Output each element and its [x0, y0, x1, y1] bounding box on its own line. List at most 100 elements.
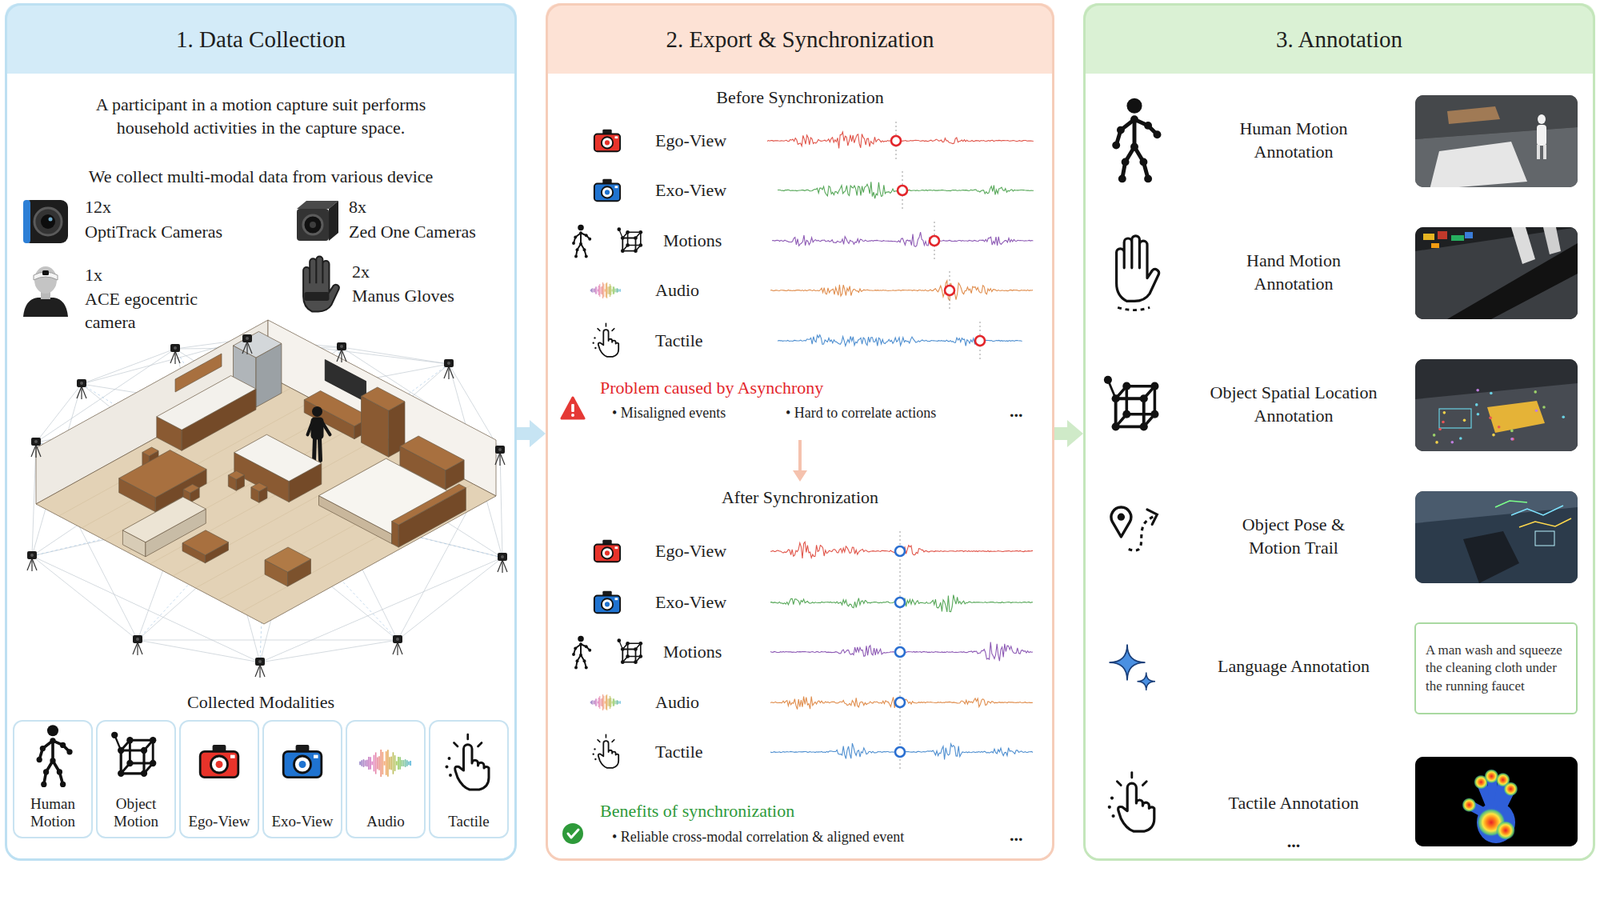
audio-wave-icon-part: [390, 756, 392, 771]
object-cube-icon-part: [117, 747, 124, 754]
mocap-cameras-part: [30, 553, 34, 557]
mocap-cameras-part: [132, 635, 143, 644]
human-figure-icon-part: [60, 742, 66, 748]
household-capture-room-part: [251, 482, 268, 492]
audio-wave-icon-part: [607, 286, 608, 294]
tactile-heatmap-hand-part-part: [1500, 779, 1520, 799]
camera-icon-part: [604, 601, 610, 607]
camera-mesh-part: [500, 450, 503, 558]
mocap-cameras-part: [31, 444, 36, 457]
mocap-cameras-part: [76, 386, 82, 399]
audio-wave-icon-part: [613, 698, 615, 706]
audio-wave-icon-part: [591, 700, 592, 704]
human-figure-icon-part: [574, 255, 578, 259]
mocap-cameras-part: [396, 642, 398, 656]
mocap-cameras-part: [396, 637, 400, 641]
human-figure-icon-part: [1127, 98, 1143, 114]
object-cube-icon-part: [638, 230, 643, 235]
zed-camera-icon-part: [309, 221, 316, 228]
benefit-heading: Benefits of synchronization: [600, 800, 795, 824]
tactile-hand-icon: [592, 323, 620, 356]
object-cube-icon-part: [149, 760, 156, 767]
audio-wave-icon-part: [606, 694, 608, 711]
glove-icon-part: [304, 292, 329, 301]
object-cube-icon-part: [638, 641, 643, 646]
caption-text: A man wash and squeeze the cleaning clot…: [1425, 641, 1567, 695]
object-cube-icon-part: [620, 660, 625, 664]
human-figure-icon-part: [572, 652, 576, 656]
human-figure-icon-part: [1153, 130, 1162, 139]
human-figure-icon-part: [49, 757, 56, 764]
household-capture-room-part: [122, 496, 206, 543]
section-heading: After Synchronization: [721, 486, 879, 510]
mocap-cameras-part: [136, 637, 140, 641]
mocap-cameras-part: [245, 336, 249, 340]
egocentric-camera-icon-part: [34, 266, 57, 294]
object-cube-icon-part: [633, 236, 638, 240]
human-figure-icon-part: [1132, 119, 1137, 147]
mocap-cameras-part: [495, 452, 500, 465]
glove-icon-part: [303, 256, 340, 312]
audio-wave-icon-part: [616, 700, 617, 705]
audio-wave-icon-part: [602, 282, 604, 299]
camera-mesh-part: [260, 640, 398, 663]
bullet-text: • Misaligned events: [612, 404, 726, 423]
screenshot-image-part: [1476, 388, 1480, 392]
bullet-text: • Reliable cross-modal correlation & ali…: [612, 828, 904, 847]
audio-wave-icon-part: [600, 699, 602, 707]
audio-wave-icon-part: [620, 700, 621, 704]
stream-label: Audio: [655, 279, 700, 303]
camera-icon-part: [313, 755, 319, 759]
zed-camera-icon-part: [296, 208, 329, 241]
mocap-cameras-part: [501, 560, 503, 573]
audio-wave-icon-part: [602, 694, 604, 711]
tactile-hand-icon-part: [594, 347, 596, 349]
audio-wave-icon-part: [612, 286, 614, 294]
mocap-cameras-part: [392, 635, 403, 644]
event-marker: [895, 546, 905, 556]
screenshot-image-part: [1537, 114, 1546, 124]
tactile-hand-icon-part: [1116, 781, 1121, 786]
mocap-cameras-part: [175, 351, 180, 364]
person-figure-part: [320, 437, 321, 460]
human-figure-icon-part: [40, 781, 47, 788]
event-marker: [944, 285, 955, 296]
location-trail-icon-part: [1111, 507, 1132, 537]
mocap-cameras-part: [447, 361, 451, 365]
audio-wave-icon-part: [596, 286, 597, 294]
tactile-hand-icon-part: [466, 734, 469, 740]
audio-wave-icon-part: [590, 289, 592, 292]
person-figure-part: [322, 421, 331, 435]
household-capture-room-part: [264, 547, 312, 572]
tactile-hand-icon-part: [598, 740, 619, 768]
tactile-hand-icon-part: [455, 744, 489, 790]
audio-wave-icon-part: [596, 698, 597, 706]
household-capture-room-part: [234, 434, 322, 481]
down-arrow: [792, 440, 808, 482]
sync-streams: [561, 121, 1034, 844]
audio-wave-icon-part: [590, 701, 592, 704]
camera-icon-part: [601, 136, 613, 148]
warning-icon: [561, 397, 584, 419]
screenshot-image-part: [1451, 235, 1464, 241]
human-figure-icon-part: [1130, 115, 1139, 124]
stream-label: Ego-View: [655, 129, 727, 153]
tactile-hand-icon-part: [1112, 814, 1116, 818]
human-figure-icon-part: [36, 756, 43, 763]
bullet-text: • Hard to correlate actions: [785, 404, 936, 423]
object-cube-icon-part: [616, 227, 621, 232]
camera-icon-part: [211, 756, 228, 773]
tactile-heatmap-hand-part-part: [1459, 795, 1479, 815]
sparkle-icon-part: [1109, 644, 1146, 681]
screenshot-image-part: [1415, 383, 1578, 452]
screenshot-image-part: [1511, 505, 1564, 516]
human-figure-icon-part: [574, 666, 578, 670]
device-count: 12x: [84, 196, 112, 220]
object-cube-icon-part: [1140, 394, 1148, 403]
signal-wave: [770, 595, 1033, 612]
signal-wave: [770, 696, 1033, 710]
mocap-cameras-part: [27, 551, 37, 560]
mocap-cameras-part: [242, 334, 252, 343]
object-cube-icon-part: [616, 638, 621, 643]
object-cube-icon-part: [140, 747, 148, 754]
